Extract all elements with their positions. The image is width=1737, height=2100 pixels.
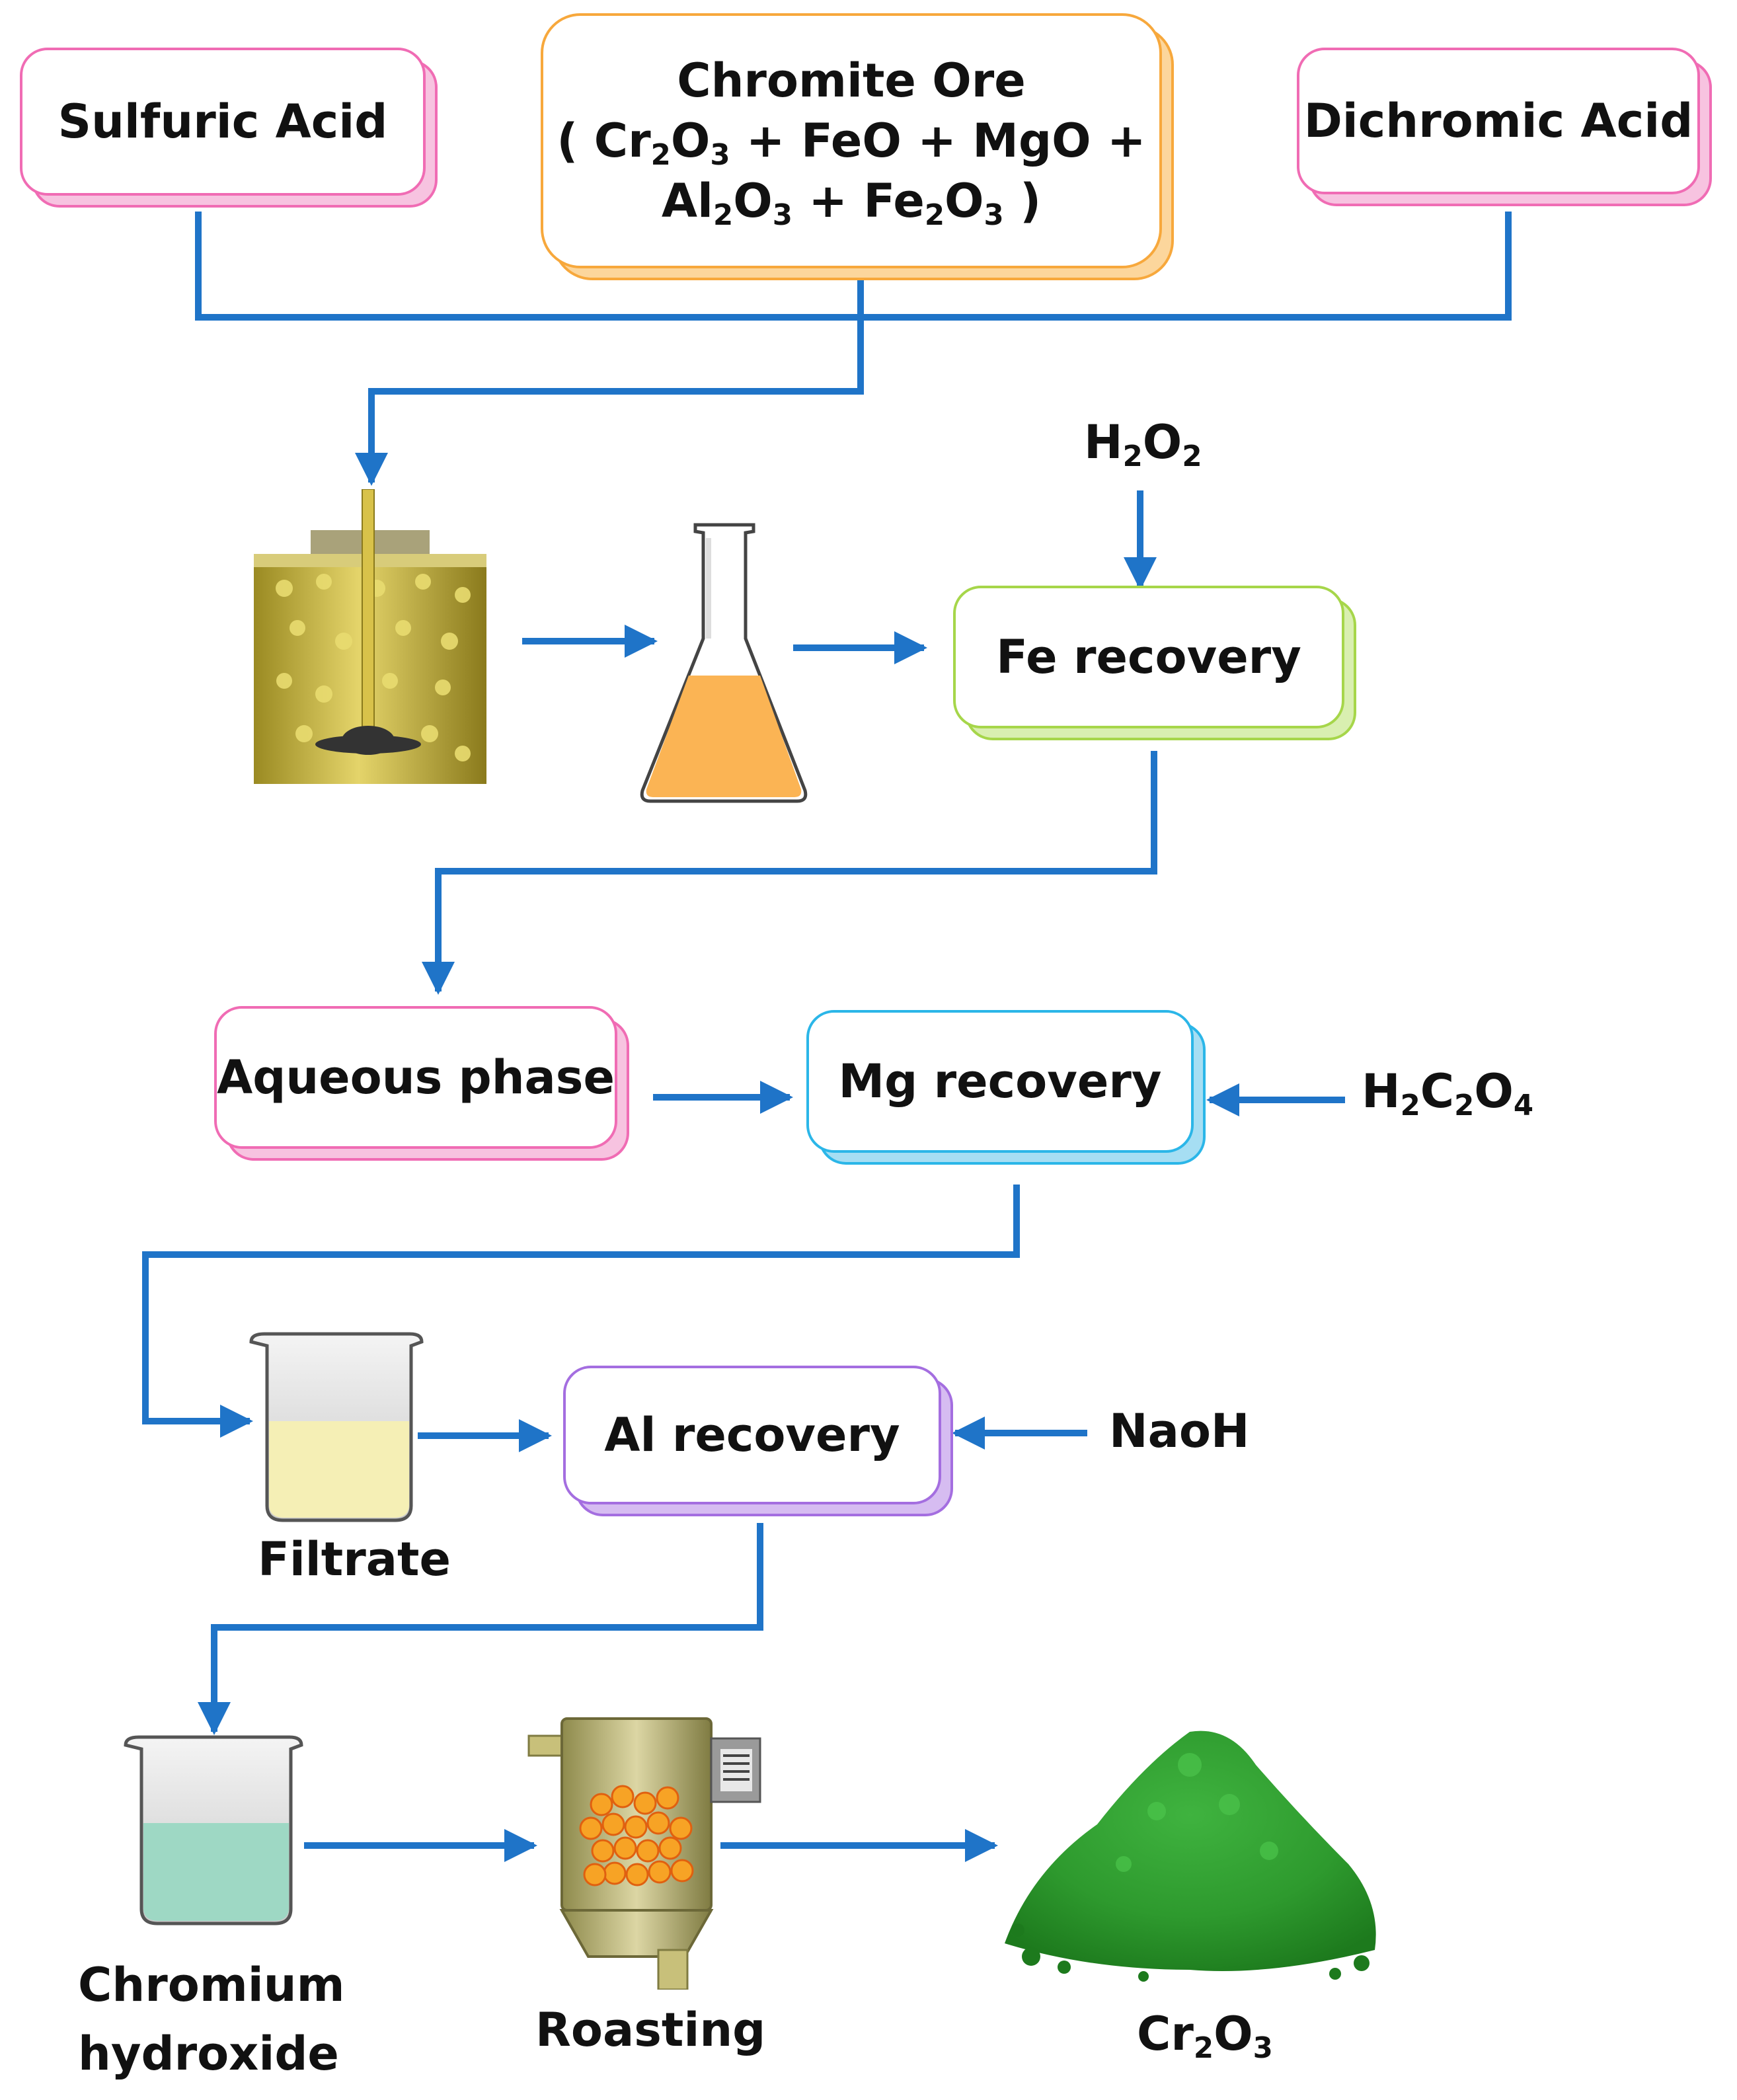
- feed-merge-line: [195, 212, 1512, 321]
- chromium-hydroxide-label-line1: Chromium: [78, 1958, 345, 2012]
- roasting-label: Roasting: [535, 2003, 766, 2057]
- dichromic-acid-label: Dichromic Acid: [1303, 93, 1693, 148]
- roasting-furnace-icon: [527, 1717, 761, 1990]
- mg-to-filtrate-arrow: [142, 1185, 1020, 1438]
- aqueous-phase-label: Aqueous phase: [217, 1050, 615, 1105]
- sulfuric-acid-label: Sulfuric Acid: [58, 94, 388, 149]
- chromite-ore-line3: Al2O3 + Fe2O3 ): [661, 173, 1042, 232]
- al-to-hydroxide-arrow: [198, 1523, 763, 1735]
- mg-recovery-box: Mg recovery: [806, 1010, 1194, 1153]
- leaching-reactor-icon: [254, 489, 486, 784]
- al-recovery-label: Al recovery: [604, 1407, 900, 1462]
- chromite-ore-text: Chromite Ore ( Cr2O3 + FeO + MgO + Al2O3…: [557, 51, 1145, 231]
- chromite-ore-box: Chromite Ore ( Cr2O3 + FeO + MgO + Al2O3…: [541, 13, 1162, 268]
- chromite-ore-line2: ( Cr2O3 + FeO + MgO +: [557, 113, 1146, 172]
- mg-recovery-label: Mg recovery: [838, 1054, 1162, 1108]
- h2c2o4-label: H2C2O4: [1362, 1064, 1534, 1123]
- fe-to-aqueous-arrow: [422, 751, 1157, 995]
- product-cr2o3-label: Cr2O3: [1137, 2007, 1273, 2066]
- chromium-hydroxide-label-line2: hydroxide: [78, 2027, 339, 2081]
- dichromic-acid-box: Dichromic Acid: [1297, 48, 1700, 194]
- filtrate-label: Filtrate: [258, 1532, 451, 1586]
- naoh-label: NaoH: [1109, 1404, 1250, 1458]
- filtrate-beaker-icon: [249, 1332, 424, 1522]
- fe-recovery-box: Fe recovery: [953, 586, 1344, 728]
- sulfuric-acid-box: Sulfuric Acid: [20, 48, 426, 196]
- ore-to-reactor-arrow: [355, 278, 864, 486]
- leachate-flask-icon: [640, 523, 808, 803]
- chromium-hydroxide-beaker-icon: [124, 1735, 303, 1925]
- fe-recovery-label: Fe recovery: [996, 629, 1301, 684]
- aqueous-phase-box: Aqueous phase: [214, 1006, 617, 1149]
- chromite-ore-title: Chromite Ore: [677, 53, 1026, 108]
- h2o2-label: H2O2: [1084, 415, 1202, 474]
- al-recovery-box: Al recovery: [563, 1366, 941, 1504]
- chromium-oxide-powder-icon: [1005, 1731, 1376, 1982]
